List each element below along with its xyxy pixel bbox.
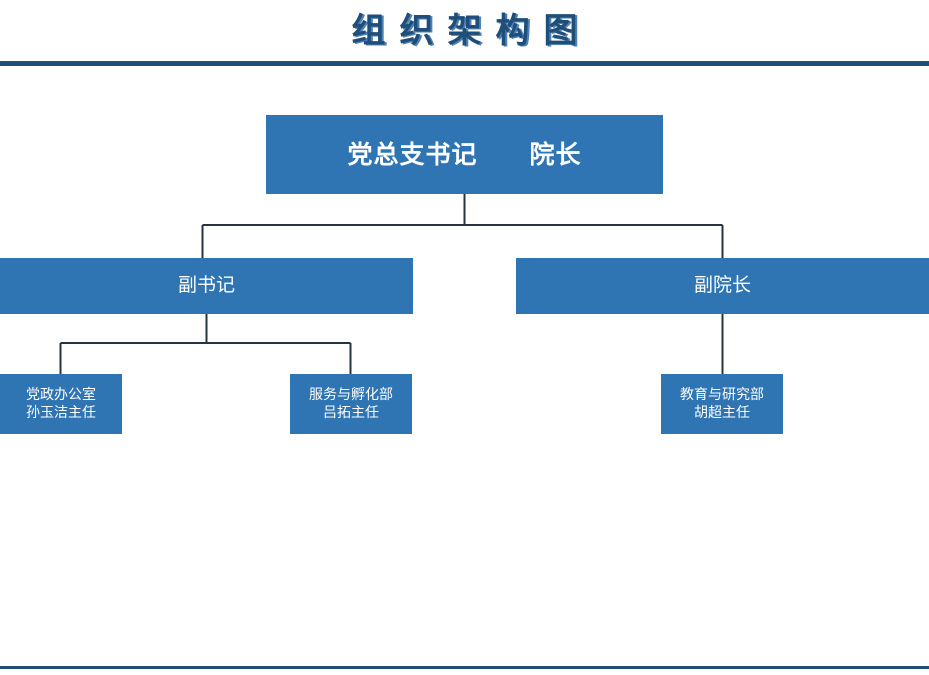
footer-divider-rule bbox=[0, 666, 929, 669]
org-node-deputy-dean-label: 副院长 bbox=[693, 274, 751, 296]
org-node-service-incubation-label: 服务与孵化部 吕拓主任 bbox=[309, 386, 393, 420]
org-node-director-label: 党总支书记 院长 bbox=[347, 140, 582, 169]
org-node-party-office-label: 党政办公室 孙玉洁主任 bbox=[26, 386, 96, 420]
header-divider-rule bbox=[0, 61, 929, 66]
org-node-education-research[interactable]: 教育与研究部 胡超主任 bbox=[661, 374, 783, 434]
org-node-deputy-dean[interactable]: 副院长 bbox=[516, 258, 929, 314]
org-node-service-incubation[interactable]: 服务与孵化部 吕拓主任 bbox=[290, 374, 412, 434]
connector-lines bbox=[59, 194, 724, 374]
org-node-education-research-label: 教育与研究部 胡超主任 bbox=[680, 386, 764, 420]
org-node-director[interactable]: 党总支书记 院长 bbox=[266, 115, 663, 194]
organization-chart: 党总支书记 院长 副书记 副院长 党政办公室 孙玉洁主任 服务与孵化部 吕拓主任… bbox=[0, 67, 929, 666]
org-node-deputy-secretary-label: 副书记 bbox=[177, 274, 235, 296]
page-title: 组织架构图 bbox=[351, 12, 592, 50]
slide-header: 组织架构图 bbox=[0, 0, 929, 67]
org-node-party-office[interactable]: 党政办公室 孙玉洁主任 bbox=[0, 374, 122, 434]
org-node-deputy-secretary[interactable]: 副书记 bbox=[0, 258, 413, 314]
